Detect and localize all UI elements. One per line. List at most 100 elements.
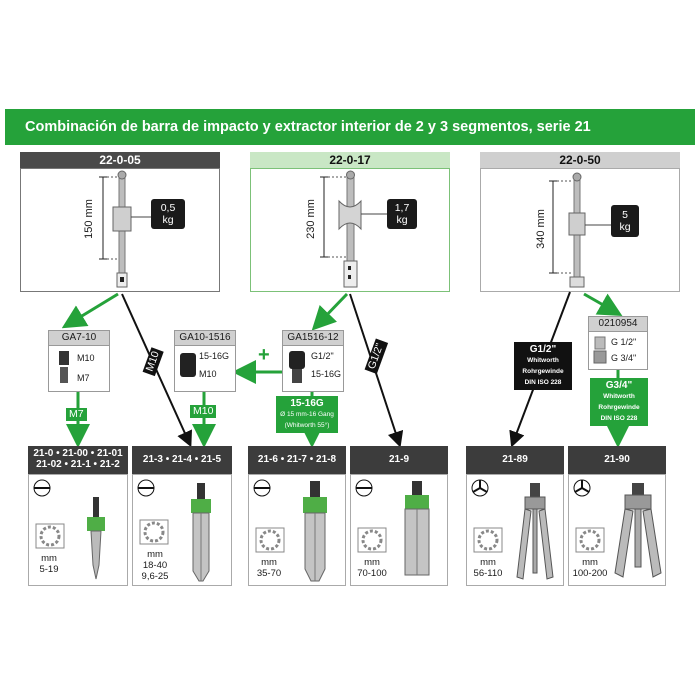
adapter-ga7-10-top: M10 [77,353,95,363]
extractor-1-codes-line1: 21-0 • 21-00 • 21-01 [33,448,123,459]
extractor-6-unit: mm [582,557,598,568]
extractor-2-header: 21-3 • 21-4 • 21-5 [132,446,232,474]
extractor-1-illustration [87,497,105,580]
extractor-5-header: 21-89 [466,446,564,474]
two-segment-icon [33,479,51,497]
two-segment-icon [355,479,373,497]
extractor-4-range: mm 70-100 [353,557,391,579]
extractor-3-range1: 35-70 [256,568,282,579]
bearing-icon [473,527,503,553]
hammer-2-weight-value: 1,7 [394,202,410,214]
thread-spec-15-16g-title: 15-16G [290,398,324,409]
thread-spec-15-16g: 15-16G Ø 15 mm-16 Gang (Whitworth 55°) [276,396,338,433]
extractor-3-header: 21-6 • 21-7 • 21-8 [248,446,346,474]
extractor-1-unit: mm [41,553,57,564]
adapter-ga10-1516-bottom: M10 [199,369,217,379]
hammer-3-weight-value: 5 [622,209,628,221]
extractor-1-codes-line2: 21-02 • 21-1 • 21-2 [36,459,120,470]
extractor-6-range: mm 100-200 [569,557,611,579]
adapter-0210954-top: G 1/2" [611,337,637,347]
two-segment-icon [137,479,155,497]
extractor-5-range: mm 56-110 [469,557,507,579]
bearing-icon [575,527,605,553]
extractor-6-panel: mm 100-200 [568,474,666,586]
adapter-icon [59,351,69,383]
weight-icon: 1,7 kg [387,199,417,229]
extractor-5-unit: mm [480,557,496,568]
extractor-1-header: 21-0 • 21-00 • 21-01 21-02 • 21-1 • 21-2 [28,446,128,474]
adapter-icon [180,353,196,377]
adapter-ga10-1516: GA10-1516 15-16G M10 [174,330,236,392]
plus-sign: + [258,344,270,366]
adapter-icon [593,336,607,364]
adapter-ga7-10-bottom: M7 [77,373,90,383]
extractor-4-range1: 70-100 [357,568,387,579]
three-segment-icon [573,479,591,497]
weight-icon: 0,5 kg [151,199,185,229]
extractor-5-illustration [516,483,554,580]
three-segment-icon [471,479,489,497]
extractor-4-unit: mm [364,557,380,568]
extractor-4-panel: mm 70-100 [350,474,448,586]
thread-spec-g34-title: G3/4" [605,380,633,391]
hammer-3-panel: 340 mm 5 kg [480,168,680,292]
extractor-1-range1: 5-19 [39,564,59,575]
two-segment-icon [253,479,271,497]
thread-spec-g12-line1: Whitworth [527,357,559,364]
adapter-ga10-1516-code: GA10-1516 [175,331,235,346]
extractor-2-range: mm 18-40 9,6-25 [135,549,175,582]
adapter-ga1516-12-bottom: 15-16G [311,369,342,379]
extractor-2-illustration [191,483,211,582]
slide-hammer-2-illustration [320,170,387,288]
weight-icon: 5 kg [611,205,639,237]
hammer-1-weight-unit: kg [162,214,174,226]
extractor-4-illustration [404,481,430,576]
hammer-3-header: 22-0-50 [480,152,680,168]
bearing-icon [357,527,387,553]
adapter-ga1516-12-code: GA1516-12 [283,331,343,346]
extractor-2-range2: 9,6-25 [141,571,169,582]
thread-tag-m10: M10 [190,405,217,418]
adapter-icon [289,351,305,383]
extractor-5-panel: mm 56-110 [466,474,564,586]
thread-spec-g12-title: G1/2" [529,344,557,355]
thread-spec-15-16g-line2: (Whitworth 55°) [284,422,330,429]
thread-spec-g12: G1/2" Whitworth Rohrgewinde DIN ISO 228 [514,342,572,390]
adapter-0210954: 0210954 G 1/2" G 3/4" [588,316,648,370]
thread-spec-15-16g-line1: Ø 15 mm-16 Gang [280,411,334,418]
slide-hammer-1-illustration [99,170,151,288]
hammer-1-panel: 150 mm 0,5 kg [20,168,220,292]
extractor-4-header: 21-9 [350,446,448,474]
thread-spec-g12-line2: Rohrgewinde [522,368,564,375]
extractor-2-range1: 18-40 [142,560,168,571]
extractor-3-panel: mm 35-70 [248,474,346,586]
extractor-6-range1: 100-200 [572,568,608,579]
extractor-3-unit: mm [261,557,277,568]
bearing-icon [255,527,285,553]
extractor-5-range1: 56-110 [473,568,503,579]
adapter-ga1516-12-top: G1/2" [311,351,334,361]
extractor-2-unit: mm [147,549,163,560]
adapter-ga7-10: GA7-10 M10 M7 [48,330,110,392]
extractor-1-panel: mm 5-19 [28,474,128,586]
hammer-1-header: 22-0-05 [20,152,220,168]
adapter-ga10-1516-top: 15-16G [199,351,230,361]
thread-spec-g12-line3: DIN ISO 228 [524,379,562,386]
bearing-icon [35,523,65,549]
adapter-0210954-bottom: G 3/4" [611,353,637,363]
thread-spec-g34-line3: DIN ISO 228 [600,415,638,422]
thread-spec-g34: G3/4" Whitworth Rohrgewinde DIN ISO 228 [590,378,648,426]
extractor-3-illustration [303,481,327,582]
thread-spec-g34-line2: Rohrgewinde [598,404,640,411]
hammer-2-header: 22-0-17 [250,152,450,168]
bearing-icon [139,519,169,545]
adapter-0210954-code: 0210954 [589,317,647,332]
page-title-banner: Combinación de barra de impacto y extrac… [5,109,695,145]
hammer-2-panel: 230 mm 1,7 kg [250,168,450,292]
hammer-2-weight-unit: kg [396,214,408,226]
extractor-6-header: 21-90 [568,446,666,474]
extractor-2-panel: mm 18-40 9,6-25 [132,474,232,586]
thread-spec-g34-line1: Whitworth [603,393,635,400]
adapter-ga7-10-code: GA7-10 [49,331,109,346]
slide-hammer-3-illustration [549,172,611,288]
